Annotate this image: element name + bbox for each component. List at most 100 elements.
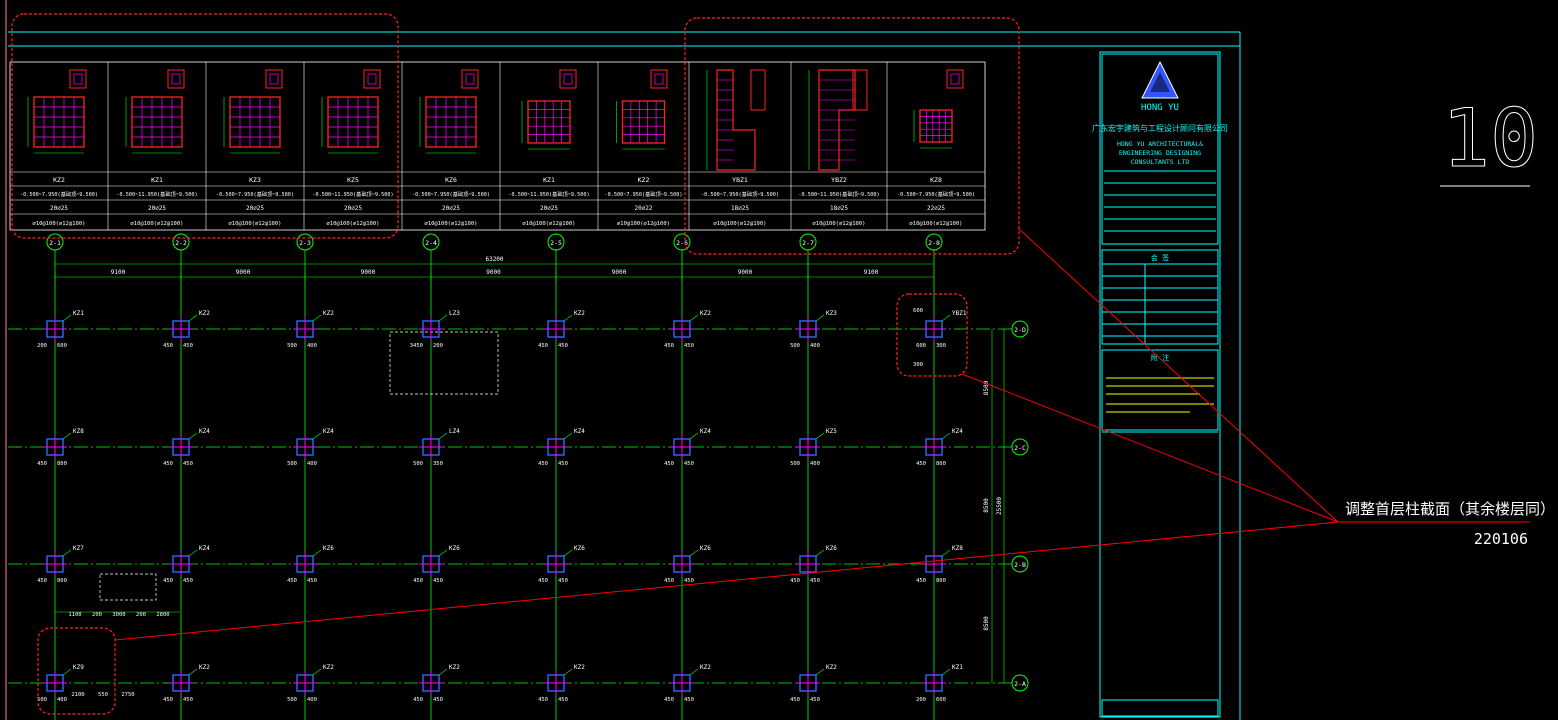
plan-column-leader <box>188 314 198 322</box>
plan-column-label: KZ9 <box>73 664 84 671</box>
revision-annotation: 调整首层柱截面（其余楼层同） 220106 <box>114 227 1555 641</box>
axis-bubble-y <box>1011 555 1029 573</box>
plan-column-dim: 450 <box>538 461 548 467</box>
plan-column-dim: 800 <box>936 461 946 467</box>
plan-column-dim: 400 <box>57 697 67 703</box>
plan-column-leader <box>815 432 825 440</box>
plan-column-leader <box>438 432 448 440</box>
plan-column-dim: 500 <box>790 461 800 467</box>
plan-column-label: YBZ1 <box>952 310 967 317</box>
plan-column-label: KZ4 <box>574 428 585 435</box>
column-name: KZ2 <box>53 176 65 184</box>
column-stirrup: ⌀10@100(⌀12@100) <box>617 221 670 227</box>
dim-side: 550 <box>98 692 108 698</box>
schedule-column-8: YBZ2-0.500~11.950(基础顶~9.500)18⌀25⌀10@100… <box>798 69 880 227</box>
section-outline <box>716 69 756 171</box>
plan-column-label: KZ2 <box>323 664 334 671</box>
plan-column-dim: 450 <box>183 578 193 584</box>
dim-right-bay: 8500 <box>983 498 990 513</box>
dim-bay: 9000 <box>236 269 251 276</box>
dim-side: 2800 <box>156 612 169 618</box>
plan-column-leader <box>941 432 951 440</box>
column-stirrup: ⌀10@100(⌀12@100) <box>813 221 866 227</box>
plan-column-label: KZ2 <box>574 664 585 671</box>
stirrup-detail-inner <box>563 73 573 85</box>
column-name: KZ2 <box>638 176 650 184</box>
plan-column-label: KZ2 <box>199 664 210 671</box>
column-elevation: -0.500~7.950(基础顶~9.500) <box>897 190 975 198</box>
dim-bay: 9000 <box>361 269 376 276</box>
schedule-column-3: KZ5-0.500~11.950(基础顶~9.500)20⌀25⌀10@100(… <box>312 69 394 227</box>
column-schedule-table: KZ2-0.500~7.950(基础顶~9.500)20⌀25⌀10@100(⌀… <box>9 61 986 231</box>
axis-bubble-x <box>673 233 691 251</box>
revision-code-text: 220106 <box>1474 530 1528 548</box>
section-outline <box>425 96 477 148</box>
stirrup-detail-inner <box>950 73 960 85</box>
dim-bay: 9000 <box>486 269 501 276</box>
dim-side: 1100 <box>68 612 81 618</box>
plan-column-label: KZ2 <box>199 310 210 317</box>
column-bars: 22⌀25 <box>927 205 945 212</box>
plan-column-leader <box>312 668 322 676</box>
column-name: KZ5 <box>347 176 359 184</box>
column-elevation: -0.500~11.950(基础顶~9.500) <box>508 190 589 198</box>
revision-clouds <box>11 13 1020 715</box>
plan-column-label: KZ2 <box>449 664 460 671</box>
axis-bubble-y <box>1011 674 1029 692</box>
section-outline <box>327 96 379 148</box>
plan-column-leader <box>563 314 573 322</box>
plan-column-label: KZ7 <box>73 545 84 552</box>
plan-column-leader <box>689 314 699 322</box>
column-stirrup: ⌀10@100(⌀12@100) <box>229 221 282 227</box>
plan-column-label: KZ2 <box>323 310 334 317</box>
column-stirrup: ⌀10@100(⌀12@100) <box>33 221 86 227</box>
plan-column-label: KZ4 <box>323 428 334 435</box>
plan-column-leader <box>941 314 951 322</box>
notes-header: 附 注 <box>1151 353 1169 362</box>
plan-column-label: KZ2 <box>826 664 837 671</box>
section-outline <box>33 96 85 148</box>
schedule-column-0: KZ2-0.500~7.950(基础顶~9.500)20⌀25⌀10@100(⌀… <box>20 69 98 227</box>
plan-column-dim: 400 <box>810 343 820 349</box>
plan-column-leader <box>815 668 825 676</box>
plan-column-dim: 450 <box>538 578 548 584</box>
plan-column-dim: 450 <box>558 343 568 349</box>
column-name: YBZ2 <box>831 176 847 184</box>
stirrup-detail-inner <box>171 73 181 85</box>
section-outline <box>527 100 571 144</box>
plan-column-dim: 600 <box>57 343 67 349</box>
schedule-border <box>9 61 986 231</box>
plan-column-leader <box>62 432 72 440</box>
column-bars: 18⌀25 <box>830 205 848 212</box>
dim-total: 63200 <box>485 256 503 263</box>
plan-column-leader <box>815 549 825 557</box>
plan-column-dim: 200 <box>37 343 47 349</box>
plan-column-dim: 800 <box>936 578 946 584</box>
company-name-en-3: CONSULTANTS LTD <box>1131 158 1190 166</box>
plan-column-label: KZ6 <box>700 545 711 552</box>
plan-column-leader <box>689 432 699 440</box>
dim-right-bay: 8500 <box>983 616 990 631</box>
plan-column-dim: 450 <box>307 578 317 584</box>
dim-bay: 9100 <box>111 269 126 276</box>
column-stirrup: ⌀10@100(⌀12@100) <box>523 221 576 227</box>
dim-side: 3000 <box>112 612 125 618</box>
plan-column-leader <box>941 668 951 676</box>
column-elevation: -0.500~11.950(基础顶~9.500) <box>116 190 197 198</box>
plan-column-dim: 3450 <box>410 343 423 349</box>
plan-column-leader <box>438 314 448 322</box>
dim-side: 300 <box>913 362 923 368</box>
section-outline <box>621 100 666 144</box>
plan-column-dim: 450 <box>538 697 548 703</box>
column-stirrup: ⌀10@100(⌀12@100) <box>327 221 380 227</box>
